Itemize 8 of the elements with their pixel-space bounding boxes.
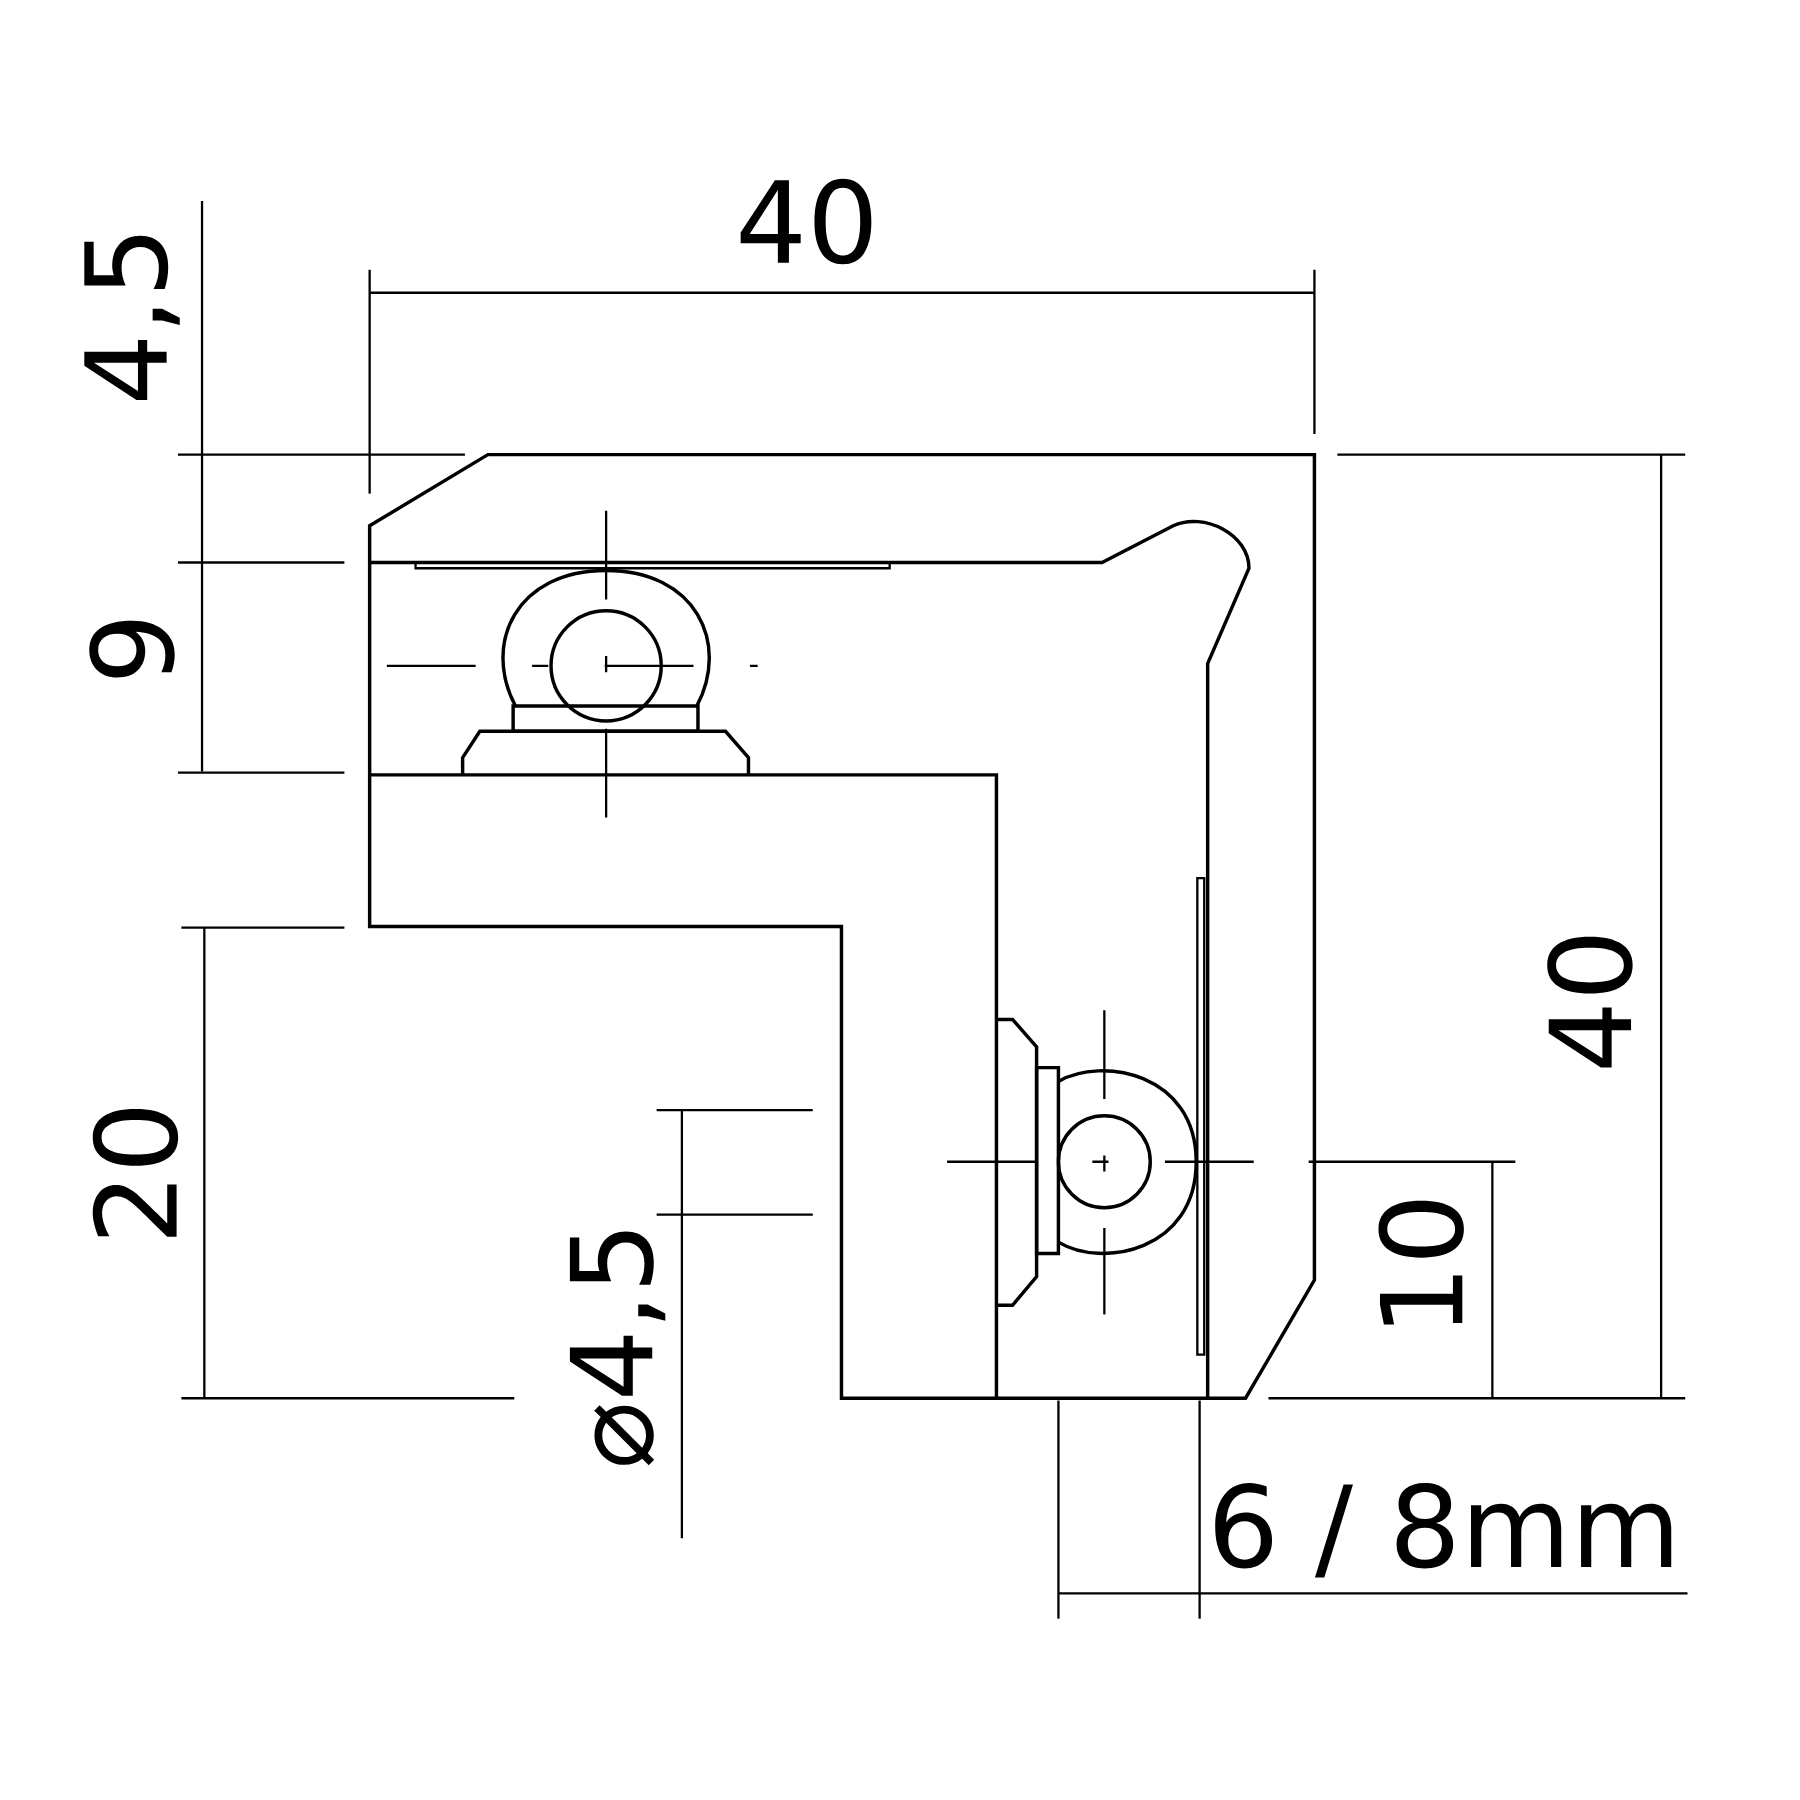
dimension-label: 40: [740, 178, 872, 265]
dimension-label: 4,5: [84, 235, 180, 401]
dimension-label: 10: [1378, 1200, 1464, 1325]
dimension-label: 20: [92, 1108, 179, 1237]
dimension-label: 9: [89, 620, 175, 678]
dimension-label: 40: [1547, 936, 1633, 1068]
dimension-label: 6 / 8mm: [1215, 1483, 1672, 1578]
dimension-label: ⌀4,5: [569, 1231, 666, 1466]
